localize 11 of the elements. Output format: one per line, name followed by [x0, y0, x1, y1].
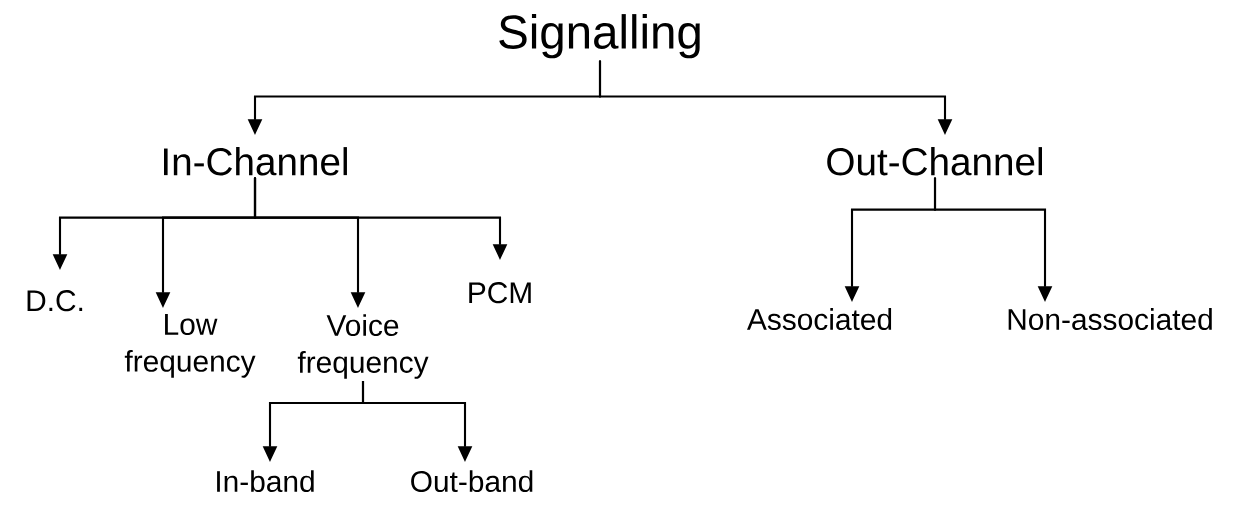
node-label: Out-Channel — [827, 147, 1042, 176]
node-label: Out-band — [411, 470, 533, 493]
node-label: Associated — [747, 308, 892, 331]
node-label: In-band — [217, 470, 314, 493]
node-label: Signalling — [499, 14, 700, 59]
node-label: PCM — [469, 282, 531, 304]
node-label: D.C. — [27, 290, 83, 312]
node-label: Non-associated — [1008, 308, 1212, 331]
node-label: Low frequency — [124, 314, 256, 378]
node-label: In-Channel — [164, 147, 347, 176]
node-label: Voice frequency — [297, 314, 429, 379]
